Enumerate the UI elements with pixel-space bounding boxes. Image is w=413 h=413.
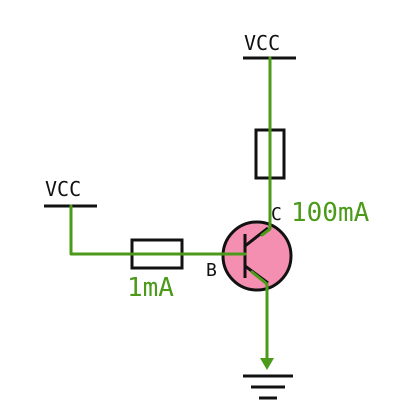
base-wire <box>69 204 247 256</box>
collector-wire <box>260 56 272 237</box>
transistor-body <box>221 220 293 292</box>
vcc-top-label: VCC <box>244 31 280 55</box>
collector-label: C <box>271 204 282 225</box>
base-label: B <box>206 260 217 281</box>
emitter-current-arrow-icon <box>260 358 274 370</box>
vcc-left-label: VCC <box>45 177 81 201</box>
base-current-label: 1mA <box>127 273 174 303</box>
collector-current-label: 100mA <box>291 198 370 228</box>
transistor-collector-lead <box>244 226 269 248</box>
emitter-wire <box>250 270 269 362</box>
